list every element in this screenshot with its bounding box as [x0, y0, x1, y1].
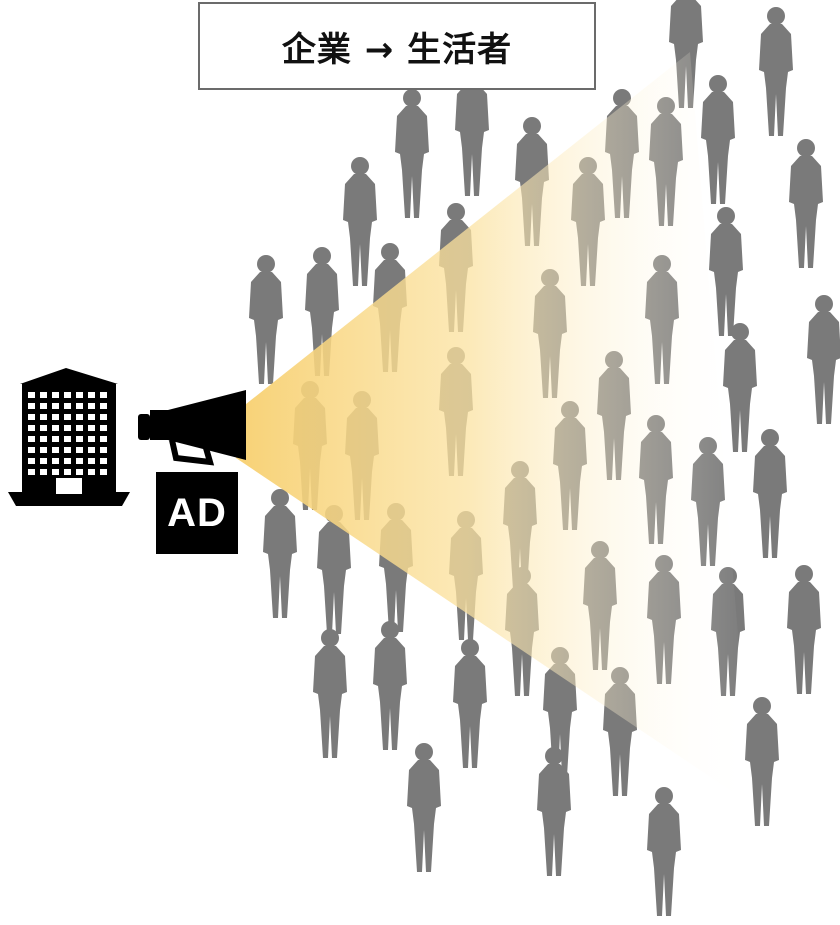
person-silhouette-icon [373, 621, 407, 750]
person-silhouette-icon [789, 139, 823, 268]
person-silhouette-icon [313, 629, 347, 758]
megaphone-icon [138, 390, 246, 466]
person-silhouette-icon [263, 489, 297, 618]
diagram-title: 企業 → 生活者 [281, 29, 513, 70]
person-silhouette-icon [723, 323, 757, 452]
building-icon [8, 368, 130, 506]
person-silhouette-icon [249, 255, 283, 384]
person-silhouette-icon [745, 697, 779, 826]
person-silhouette-icon [701, 75, 735, 204]
ad-badge: AD [156, 472, 238, 554]
person-silhouette-icon [759, 7, 793, 136]
person-silhouette-icon [395, 89, 429, 218]
title-box: 企業 → 生活者 [198, 2, 596, 90]
person-silhouette-icon [343, 157, 377, 286]
person-silhouette-icon [709, 207, 743, 336]
person-silhouette-icon [647, 787, 681, 916]
person-silhouette-icon [407, 743, 441, 872]
person-silhouette-icon [453, 639, 487, 768]
ad-badge-label: AD [167, 490, 227, 535]
broadcast-beam [236, 52, 752, 805]
person-silhouette-icon [787, 565, 821, 694]
person-silhouette-icon [753, 429, 787, 558]
person-silhouette-icon [807, 295, 840, 424]
